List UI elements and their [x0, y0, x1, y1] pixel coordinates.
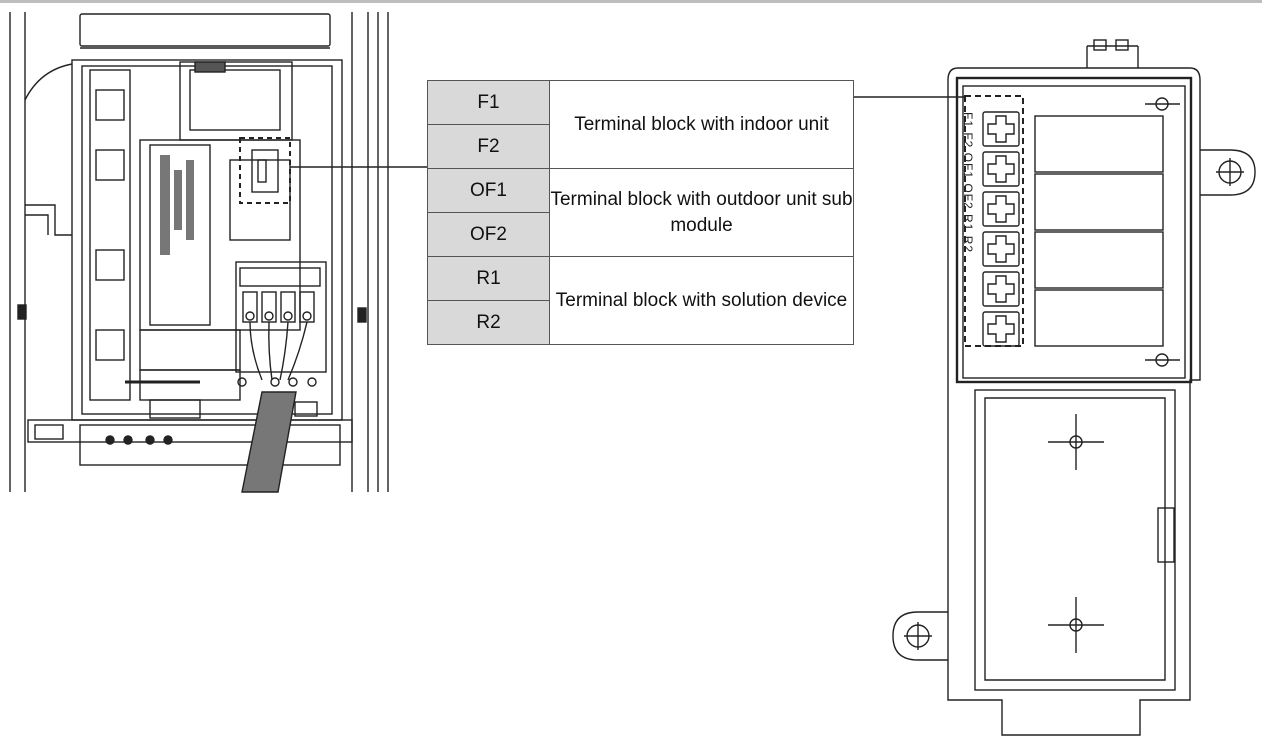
terminal-code-f1: F1 — [427, 80, 550, 125]
table-row: R2 — [427, 300, 854, 345]
terminal-box-drawing — [854, 39, 1256, 736]
outdoor-unit-drawing — [9, 12, 427, 493]
table-row: F2 — [427, 124, 854, 169]
terminal-code-of2: OF2 — [427, 212, 550, 257]
terminal-code-r2: R2 — [427, 300, 550, 345]
table-row: OF1 Terminal block with outdoor unit sub… — [427, 168, 854, 257]
terminal-block-label: F1 F2 OF1 OF2 R1 R2 — [961, 112, 975, 254]
table-row: OF2 — [427, 212, 854, 257]
terminal-code-r1: R1 — [427, 256, 550, 301]
terminal-description: Terminal block with outdoor unit sub mod… — [549, 168, 854, 257]
top-border — [0, 0, 1262, 3]
terminal-description: Terminal block with indoor unit — [549, 80, 854, 169]
terminal-description: Terminal block with solution device — [549, 256, 854, 345]
table-row: R1 Terminal block with solution device — [427, 256, 854, 345]
table-row: F1 Terminal block with indoor unit — [427, 80, 854, 169]
terminal-code-of1: OF1 — [427, 168, 550, 213]
terminal-code-f2: F2 — [427, 124, 550, 169]
terminal-table: F1 Terminal block with indoor unit F2 OF… — [427, 80, 854, 345]
terminal-screws — [982, 111, 1020, 347]
